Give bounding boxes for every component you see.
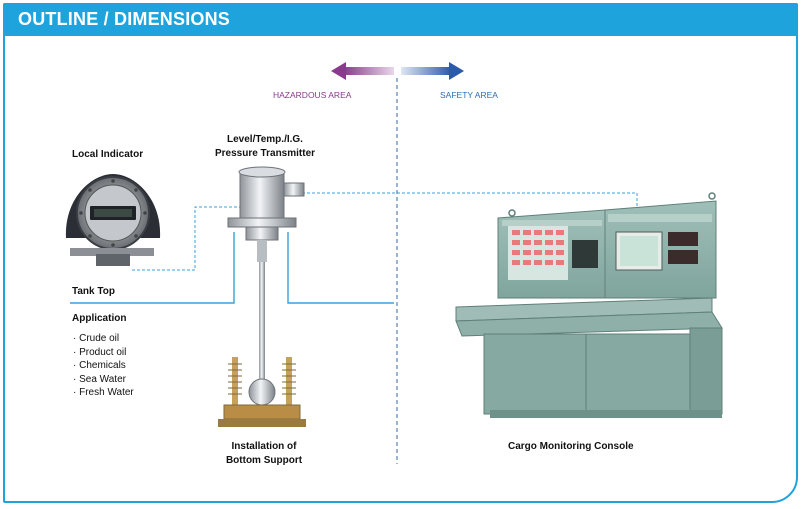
hazardous-arrow bbox=[331, 62, 394, 80]
list-item: · Fresh Water bbox=[73, 387, 134, 399]
bottom-support-label-line1: Installation of bbox=[231, 441, 297, 452]
transmitter-label-line1: Level/Temp./I.G. bbox=[227, 134, 303, 145]
transmitter-image bbox=[218, 166, 306, 427]
transmitter-label-line2: Pressure Transmitter bbox=[214, 148, 316, 159]
console-label: Cargo Monitoring Console bbox=[508, 441, 634, 452]
indicator-link-line bbox=[132, 206, 240, 271]
console-image bbox=[455, 192, 723, 418]
safety-arrow bbox=[401, 62, 464, 80]
tank-top-label: Tank Top bbox=[72, 286, 115, 297]
bottom-support-label-line2: Bottom Support bbox=[225, 455, 303, 466]
hazardous-area-label: HAZARDOUS AREA bbox=[273, 90, 352, 100]
application-list: · Crude oil · Product oil · Chemicals · … bbox=[73, 332, 134, 400]
tank-top-line bbox=[70, 232, 235, 304]
list-item: · Crude oil bbox=[73, 333, 120, 344]
local-indicator-image bbox=[65, 174, 161, 266]
safety-area-label: SAFETY AREA bbox=[440, 90, 498, 100]
page-title: OUTLINE / DIMENSIONS bbox=[18, 9, 231, 29]
list-item: · Chemicals bbox=[73, 360, 126, 372]
console-link-line bbox=[302, 192, 638, 209]
list-item: · Sea Water bbox=[73, 373, 126, 385]
list-item: · Product oil bbox=[73, 346, 127, 358]
local-indicator-label: Local Indicator bbox=[72, 149, 144, 160]
title-bar: OUTLINE / DIMENSIONS bbox=[3, 3, 798, 36]
cable-line bbox=[287, 232, 394, 304]
application-heading: Application bbox=[72, 313, 127, 324]
